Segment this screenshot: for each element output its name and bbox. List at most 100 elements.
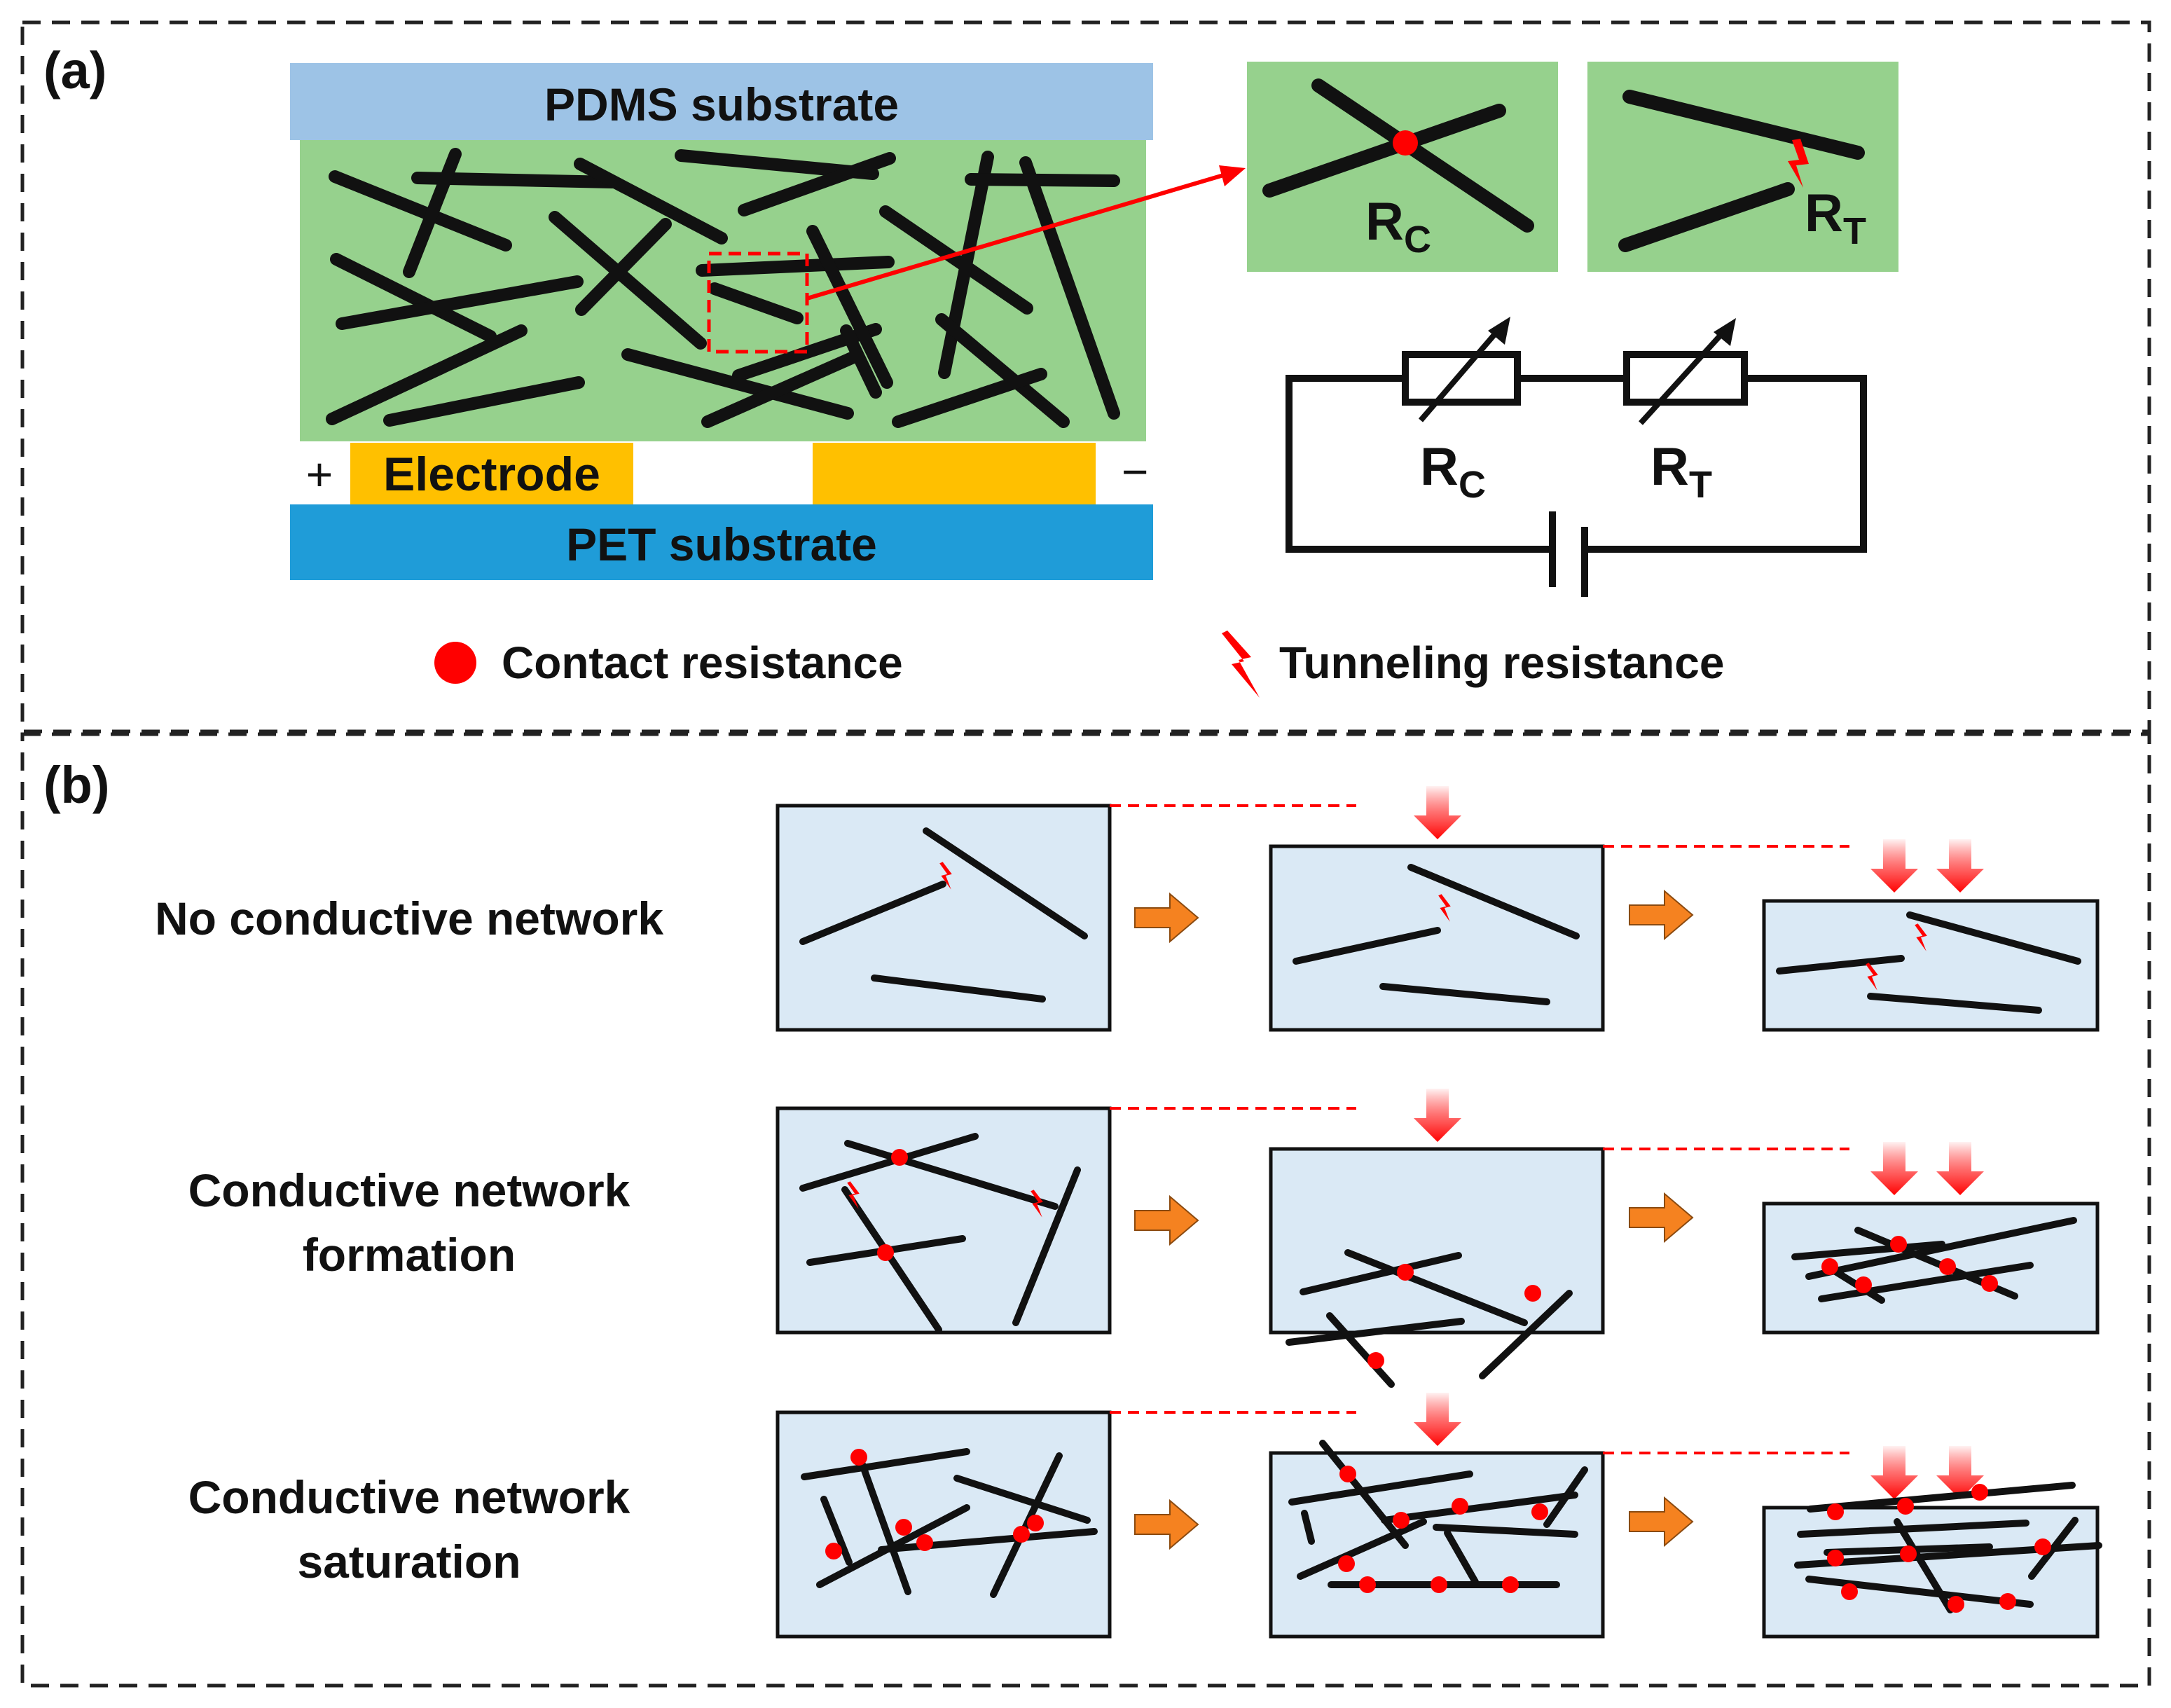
nanowire — [1797, 1520, 2029, 1538]
contact-point — [825, 1543, 842, 1559]
tunnel-spark — [1866, 963, 1878, 991]
pdms-substrate — [290, 63, 1153, 140]
contact-point — [1397, 1264, 1414, 1281]
contact-point — [1827, 1503, 1844, 1520]
stage-1-box — [776, 1410, 1112, 1639]
inset-contact — [1247, 62, 1558, 272]
nanowire — [965, 173, 1120, 187]
nanowire — [1300, 1252, 1462, 1295]
nanowire — [1293, 927, 1441, 965]
nanowire — [1776, 955, 1905, 974]
stage-2-box — [1269, 844, 1605, 1032]
nanowire — [1444, 1529, 1479, 1585]
panel-b-frame — [20, 732, 2151, 1688]
nanowire — [799, 1133, 979, 1192]
compression-arrow — [1936, 839, 1984, 893]
nanowire-network — [326, 148, 1120, 428]
nanowire — [935, 313, 1070, 428]
tunnel-spark — [1915, 923, 1927, 951]
contact-point — [1027, 1515, 1044, 1531]
nanowire — [574, 158, 728, 245]
compression-arrow — [1870, 839, 1918, 893]
contact-point — [1339, 1466, 1356, 1482]
nanowire — [1433, 1524, 1578, 1538]
nanowire — [938, 151, 994, 379]
legend-contact-label: Contact resistance — [502, 638, 903, 688]
nanowire — [1479, 1290, 1573, 1379]
contact-point — [891, 1149, 908, 1166]
compression-arrow — [1870, 1446, 1918, 1499]
legend-tunnel-label: Tunneling resistance — [1279, 638, 1724, 688]
nanowire — [923, 827, 1088, 939]
nanowire — [1543, 1466, 1588, 1528]
nanowire — [330, 253, 497, 343]
electrode-label: Electrode — [383, 448, 600, 501]
nanowire — [990, 1452, 1063, 1598]
inset-wire — [1311, 78, 1534, 233]
contact-point — [1393, 1512, 1410, 1529]
contact-point — [895, 1519, 912, 1536]
variable-arrow-rc — [1418, 329, 1501, 422]
contact-point — [1359, 1576, 1376, 1593]
circuit-rt-label: RT — [1650, 437, 1712, 506]
contact-point — [850, 1449, 867, 1466]
contact-point — [1827, 1550, 1844, 1566]
nanowire — [1805, 1217, 2077, 1280]
nanowire — [708, 282, 804, 324]
contact-point — [1524, 1285, 1541, 1302]
contact-point — [1393, 130, 1418, 156]
contact-point — [1338, 1555, 1355, 1572]
nanowire — [1894, 1518, 1954, 1613]
nanowire — [1805, 1576, 2034, 1608]
compression-arrow — [1414, 1393, 1461, 1446]
nanowire — [892, 368, 1047, 428]
variable-arrowhead — [1488, 317, 1510, 345]
tunnel-spark — [1438, 894, 1451, 922]
nanowire — [1379, 983, 1550, 1005]
nanowire — [738, 152, 896, 216]
panel-b-label: (b) — [43, 756, 110, 814]
nanowire — [1012, 1166, 1081, 1326]
nanowire — [1818, 1262, 2034, 1302]
contact-point — [877, 1244, 894, 1261]
inset-wire — [1618, 182, 1795, 252]
compression-arrow — [1870, 1142, 1918, 1195]
inset-contact-label: RC — [1365, 192, 1431, 261]
nanowire — [1807, 1482, 2076, 1513]
legend-contact-dot — [434, 642, 476, 684]
nanowire — [799, 881, 946, 945]
nanowire — [840, 324, 882, 399]
contact-point — [1013, 1526, 1030, 1543]
nanowire — [549, 211, 707, 350]
compression-arrow — [1414, 786, 1461, 839]
legend-tunnel-spark — [1222, 631, 1260, 698]
nanowire — [844, 1140, 1059, 1210]
contact-point — [1452, 1498, 1468, 1515]
process-arrow — [1134, 1499, 1199, 1550]
panel-a-label: (a) — [43, 41, 106, 99]
compression-arrow — [1414, 1089, 1461, 1142]
inset-wire — [1622, 90, 1865, 160]
process-arrow — [1629, 889, 1694, 941]
contact-point — [1890, 1236, 1907, 1253]
nanowire — [1407, 864, 1580, 939]
pdms-substrate-label: PDMS substrate — [544, 78, 899, 130]
nanowire — [1286, 1318, 1465, 1346]
tunnel-spark — [847, 1181, 860, 1209]
nanowire — [1344, 1249, 1528, 1326]
stage-2-box — [1269, 1147, 1605, 1335]
stage-2-box — [1269, 1451, 1605, 1639]
tunnel-spark — [1031, 1190, 1043, 1218]
circuit-rc-label: RC — [1420, 437, 1486, 506]
nanowire — [403, 148, 462, 278]
nanowire — [1326, 1312, 1395, 1388]
nanowire — [1906, 911, 2081, 965]
contact-point — [1531, 1503, 1548, 1520]
electrode-right — [813, 443, 1096, 504]
contact-point — [1948, 1596, 1964, 1613]
pet-substrate — [290, 504, 1153, 580]
tunnel-spark — [1788, 139, 1809, 188]
zoom-arrow-line — [806, 170, 1234, 301]
